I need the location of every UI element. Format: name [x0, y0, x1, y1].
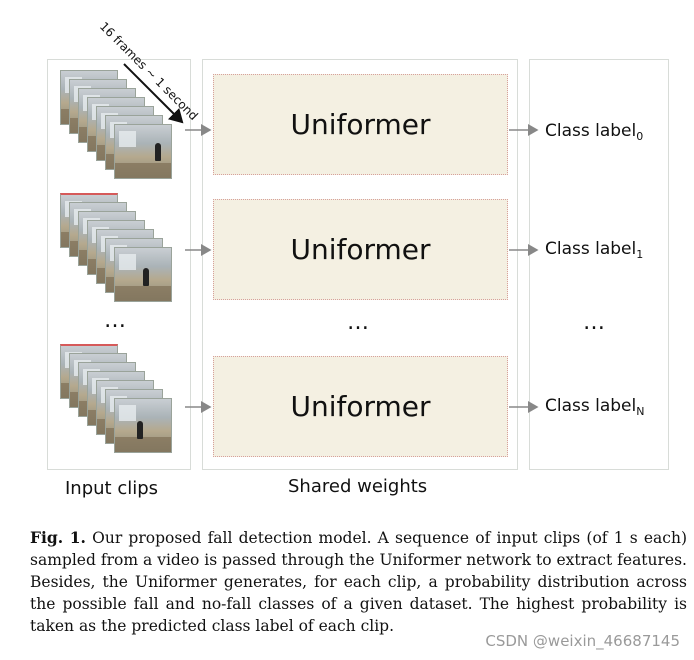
clip-frame — [114, 398, 172, 453]
ellipsis-output: … — [583, 310, 606, 335]
class-labels-panel — [529, 59, 669, 470]
class-label-n: Class labelN — [545, 396, 645, 418]
uniformer-label-1: Uniformer — [290, 233, 431, 266]
class-label-1: Class label1 — [545, 239, 644, 261]
uniformer-label-0: Uniformer — [290, 108, 431, 141]
figure-number: Fig. 1. — [30, 528, 86, 547]
uniformer-label-n: Uniformer — [290, 390, 431, 423]
ellipsis-shared: … — [347, 310, 370, 335]
clip-frame — [114, 247, 172, 302]
class-label-0: Class label0 — [545, 121, 644, 143]
shared-weights-title: Shared weights — [288, 476, 428, 497]
watermark: CSDN @weixin_46687145 — [485, 632, 680, 650]
figure-caption: Fig. 1. Our proposed fall detection mode… — [30, 527, 687, 637]
clip-frame — [114, 124, 172, 179]
uniformer-block-n: Uniformer — [213, 356, 508, 457]
ellipsis-input: … — [104, 308, 127, 333]
caption-text: Our proposed fall detection model. A seq… — [30, 529, 687, 635]
uniformer-block-1: Uniformer — [213, 199, 508, 300]
uniformer-block-0: Uniformer — [213, 74, 508, 175]
input-clips-title: Input clips — [65, 478, 159, 499]
